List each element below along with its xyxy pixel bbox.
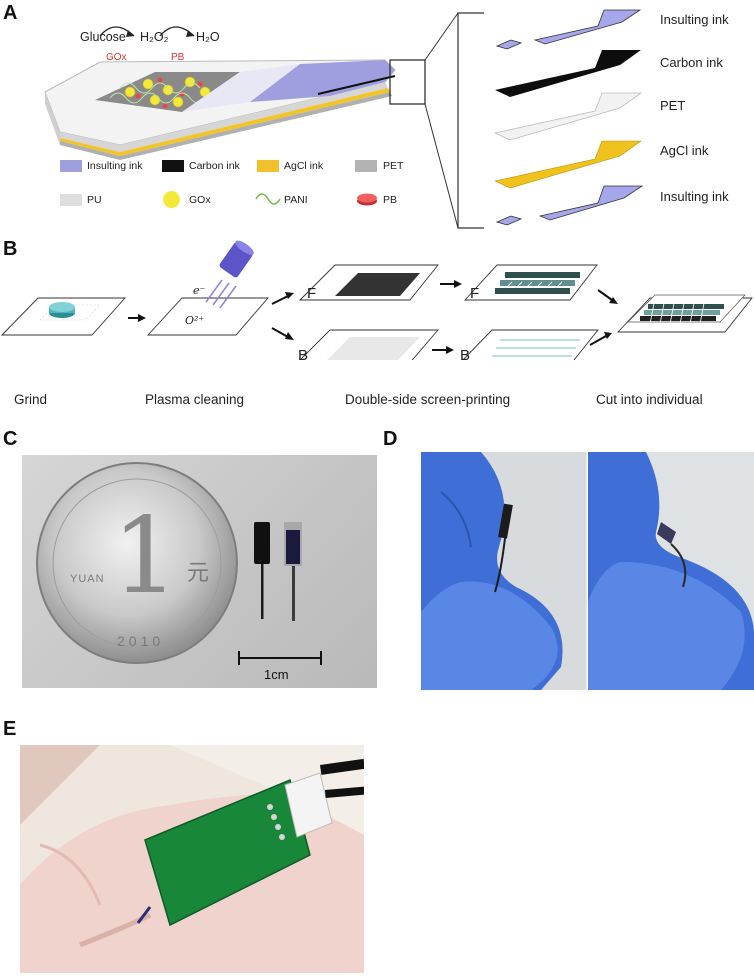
layer-label-insulting-bottom: Insulting ink — [660, 189, 729, 204]
animal-illustration — [20, 745, 364, 973]
glucose-label: Glucose — [80, 30, 126, 44]
back-label-2: B — [460, 347, 471, 364]
front-label-1: F — [307, 285, 317, 302]
legend-label-pani: PANI — [284, 194, 308, 206]
panel-label-a: A — [3, 2, 18, 24]
layer-label-agcl: AgCl ink — [660, 143, 709, 158]
layer-stack — [493, 9, 644, 226]
legend-swatch-gox — [163, 191, 180, 208]
legend-swatch-insulting — [60, 160, 82, 172]
legend-label-insulting: Insulting ink — [87, 160, 143, 172]
h2o2-label: H₂O₂ — [140, 30, 169, 44]
layer-label-insulting-top: Insulting ink — [660, 12, 729, 27]
layer-label-pet: PET — [660, 98, 686, 113]
scale-bar-label: 1cm — [264, 667, 289, 682]
step-label-plasma: Plasma cleaning — [145, 392, 245, 407]
legend-label-pu: PU — [87, 194, 102, 206]
step-label-grind: Grind — [14, 392, 48, 407]
layer-label-carbon: Carbon ink — [660, 55, 723, 70]
legend-swatch-agcl — [257, 160, 279, 172]
glove-illustration — [421, 452, 754, 690]
oxygen-label: O²⁺ — [185, 314, 205, 327]
glove-bending-photo — [421, 452, 754, 690]
panel-label-b: B — [3, 238, 18, 260]
electron-label: e⁻ — [193, 284, 206, 297]
legend-label-pb: PB — [383, 194, 398, 206]
coin-yuan-char: 元 — [187, 561, 210, 586]
gox-enzyme-label: GOx — [106, 52, 127, 63]
coin-year: 2010 — [117, 633, 165, 649]
sensor-strip-diagram — [44, 9, 644, 229]
back-label-1: B — [298, 347, 309, 364]
legend-label-carbon: Carbon ink — [189, 160, 240, 172]
animal-wearable-photo — [20, 745, 364, 973]
legend-swatch-pu — [60, 194, 82, 206]
coin-yuan-text: YUAN — [70, 573, 105, 585]
legend-label-pet: PET — [383, 160, 404, 172]
legend-label-gox: GOx — [189, 194, 211, 206]
enzyme-particles — [109, 76, 211, 109]
panel-label-c: C — [3, 428, 18, 450]
legend-swatch-carbon — [162, 160, 184, 172]
coin-value: 1 — [112, 495, 179, 617]
step-label-cut: Cut into individual — [596, 392, 703, 407]
panel-label-d: D — [383, 428, 398, 450]
coin-illustration — [36, 462, 322, 665]
legend-swatch-pb — [357, 193, 377, 206]
legend-swatch-pani — [255, 193, 281, 205]
coin-sensor-photo: 1 元 YUAN 2010 1cm — [22, 455, 377, 688]
front-label-2: F — [470, 285, 480, 302]
fabrication-process-diagram — [0, 240, 753, 360]
panel-label-e: E — [3, 718, 17, 740]
h2o-label: H₂O — [196, 30, 220, 44]
legend-swatch-pet — [355, 160, 377, 172]
pb-enzyme-label: PB — [171, 52, 185, 63]
legend-label-agcl: AgCl ink — [284, 160, 324, 172]
step-label-screen-printing: Double-side screen-printing — [345, 392, 511, 407]
